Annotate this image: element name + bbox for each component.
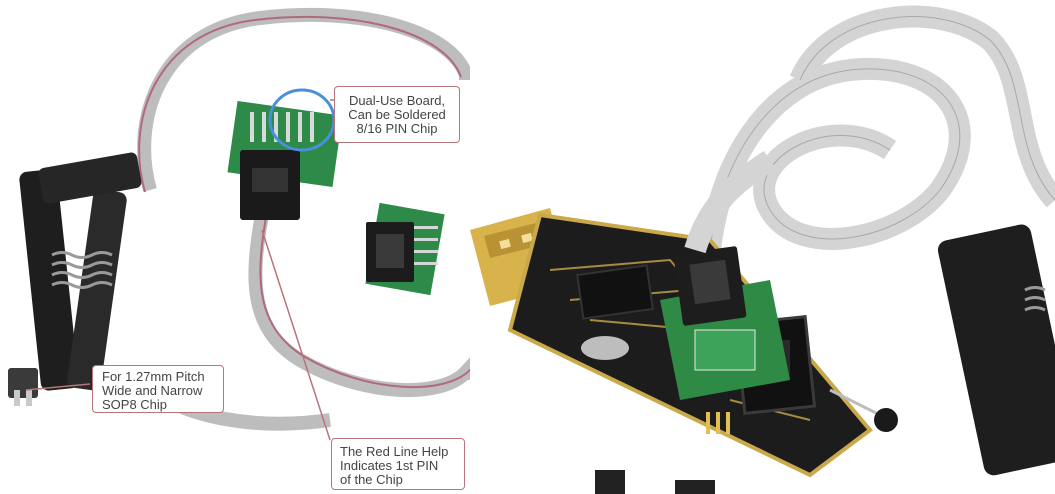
callout-line: SOP8 Chip bbox=[102, 397, 168, 412]
callout-pitch: For 1.27mm Pitch Wide and Narrow SOP8 Ch… bbox=[92, 365, 224, 413]
adapter-board-small bbox=[365, 202, 445, 296]
callout-line: of the Chip bbox=[340, 472, 403, 487]
left-photo-drawing bbox=[8, 7, 470, 441]
ribbon-cable-lower bbox=[248, 213, 470, 398]
right-photo-drawing bbox=[470, 5, 1055, 494]
ribbon-cable-loops bbox=[699, 5, 1055, 252]
callout-line: Wide and Narrow bbox=[102, 383, 203, 398]
adapter-board-green bbox=[660, 150, 790, 400]
callout-dual-use-board: Dual-Use Board, Can be Soldered 8/16 PIN… bbox=[334, 86, 460, 143]
adapter-board-top bbox=[227, 100, 343, 220]
sop8-clip bbox=[8, 152, 142, 406]
callout-line: The Red Line Help bbox=[340, 444, 449, 459]
ribbon-cable-lower-red bbox=[259, 211, 470, 389]
callout-line: 8/16 PIN Chip bbox=[356, 121, 438, 136]
clip-partial-right bbox=[937, 224, 1055, 476]
ribbon-cable-red-line bbox=[138, 15, 462, 193]
callout-line: Can be Soldered bbox=[348, 107, 446, 122]
right-product-photo bbox=[470, 0, 1055, 494]
ribbon-cable bbox=[137, 7, 470, 192]
callout-line: For 1.27mm Pitch bbox=[102, 369, 205, 384]
left-product-photo: Dual-Use Board, Can be Soldered 8/16 PIN… bbox=[0, 0, 470, 494]
callout-line: Indicates 1st PIN bbox=[340, 458, 439, 473]
callout-red-line: The Red Line Help Indicates 1st PIN of t… bbox=[331, 438, 465, 490]
header-pins bbox=[595, 470, 715, 494]
callout-line: Dual-Use Board, bbox=[348, 93, 446, 108]
